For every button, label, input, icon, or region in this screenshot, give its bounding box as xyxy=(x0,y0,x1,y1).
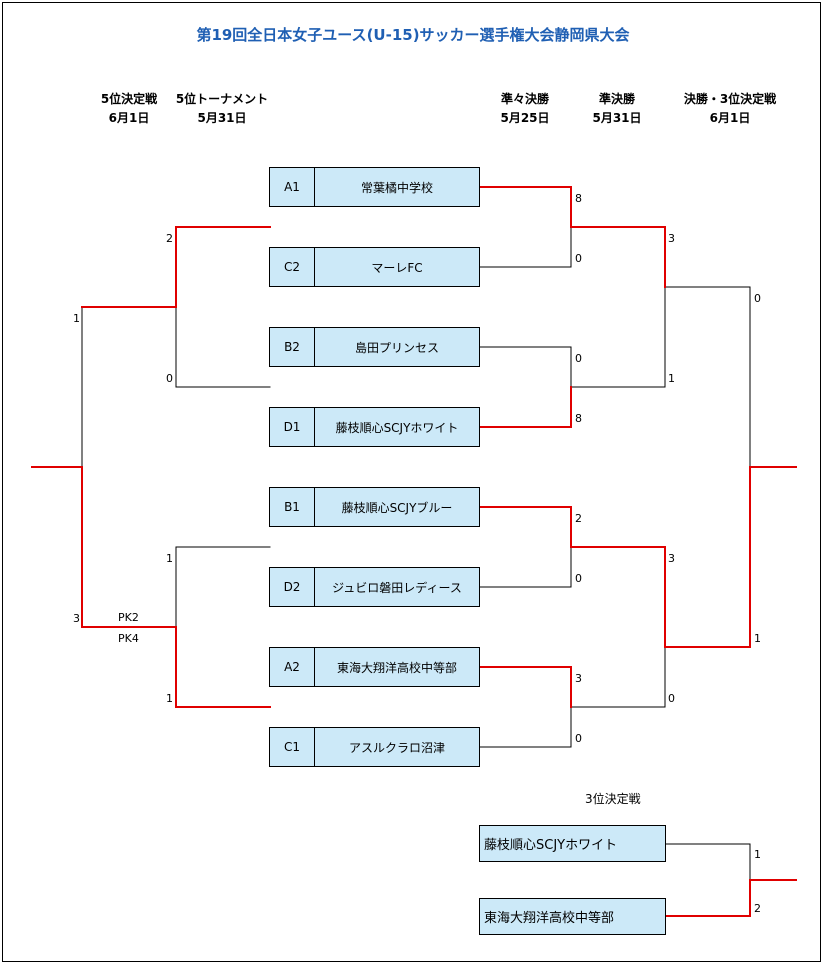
team-box-a1: A1 常葉橘中学校 xyxy=(269,167,480,207)
line-5th-winner xyxy=(31,466,271,708)
line-3rd-upper xyxy=(664,843,751,881)
header-quarterfinal-date: 5月25日 xyxy=(500,111,550,125)
header-final-round: 決勝・3位決定戦 xyxy=(683,92,777,106)
header-quarterfinal: 準々決勝 5月25日 xyxy=(465,90,585,128)
score-3rd-lower: 2 xyxy=(754,902,761,915)
team-box-a2: A2 東海大翔洋高校中等部 xyxy=(269,647,480,687)
line-5th-a-lower xyxy=(175,306,271,388)
team-box-c2: C2 マーレFC xyxy=(269,247,480,287)
line-a1-win xyxy=(478,186,666,288)
score-qf-d1: 8 xyxy=(575,412,582,425)
score-qf-a1: 8 xyxy=(575,192,582,205)
header-fifth-final-round: 5位決定戦 xyxy=(100,92,158,106)
score-qf-d2: 0 xyxy=(575,572,582,585)
score-3rd-upper: 1 xyxy=(754,848,761,861)
header-semifinal-round: 準決勝 xyxy=(598,92,635,106)
score-sf-1-upper: 3 xyxy=(668,232,675,245)
team-code: A2 xyxy=(270,648,315,686)
score-sf-1-lower: 1 xyxy=(668,372,675,385)
header-fifth-tournament-date: 5月31日 xyxy=(197,111,247,125)
score-5th-final-lower: 3 xyxy=(73,612,80,625)
team-name: 藤枝順心SCJYホワイト xyxy=(484,838,618,853)
team-code: C2 xyxy=(270,248,315,286)
team-code: D2 xyxy=(270,568,315,606)
line-b1-champion xyxy=(478,466,797,648)
score-5th-d2-side: 1 xyxy=(166,552,173,565)
header-final-date: 6月1日 xyxy=(709,111,751,125)
team-box-b2: B2 島田プリンセス xyxy=(269,327,480,367)
team-name: 藤枝順心SCJYブルー xyxy=(341,500,453,515)
line-d2 xyxy=(478,546,572,588)
score-sf-2-upper: 3 xyxy=(668,552,675,565)
pk-score-upper: PK2 xyxy=(118,611,139,624)
score-5th-final-upper: 1 xyxy=(73,312,80,325)
team-code: B2 xyxy=(270,328,315,366)
team-name: マーレFC xyxy=(371,260,423,275)
team-box-c1: C1 アスルクラロ沼津 xyxy=(269,727,480,767)
third-place-label: 3位決定戦 xyxy=(585,792,641,806)
line-5th-a-win xyxy=(81,226,271,308)
team-name: ジュビロ磐田レディース xyxy=(332,580,462,595)
page-title: 第19回全日本女子ユース(U-15)サッカー選手権大会静岡県大会 xyxy=(196,26,630,44)
score-qf-c2: 0 xyxy=(575,252,582,265)
line-a2-win xyxy=(478,666,572,708)
score-qf-c1: 0 xyxy=(575,732,582,745)
header-fifth-tournament: 5位トーナメント 5月31日 xyxy=(162,90,282,128)
winner-lines xyxy=(31,186,797,917)
team-box-b1: B1 藤枝順心SCJYブルー xyxy=(269,487,480,527)
line-c1 xyxy=(478,706,572,748)
loser-lines xyxy=(81,226,751,881)
team-name: 島田プリンセス xyxy=(354,340,439,355)
line-sf1-lower xyxy=(570,286,666,388)
score-qf-b1: 2 xyxy=(575,512,582,525)
header-semifinal-date: 5月31日 xyxy=(592,111,642,125)
score-qf-b2: 0 xyxy=(575,352,582,365)
score-sf-2-lower: 0 xyxy=(668,692,675,705)
line-final-upper xyxy=(664,286,751,468)
team-name: 常葉橘中学校 xyxy=(360,180,433,195)
team-code: B1 xyxy=(270,488,315,526)
line-c2 xyxy=(478,226,572,268)
header-final: 決勝・3位決定戦 6月1日 xyxy=(670,90,790,128)
line-b2 xyxy=(478,346,572,388)
header-quarterfinal-round: 準々決勝 xyxy=(500,92,549,106)
score-5th-c2-side: 2 xyxy=(166,232,173,245)
header-fifth-tournament-round: 5位トーナメント xyxy=(175,92,269,106)
team-box-d1: D1 藤枝順心SCJYホワイト xyxy=(269,407,480,447)
line-sf2-lower xyxy=(570,646,666,708)
score-qf-a2: 3 xyxy=(575,672,582,685)
third-place-team-2: 東海大翔洋高校中等部 xyxy=(479,898,666,935)
line-d1-win xyxy=(478,386,572,428)
team-name: アスルクラロ沼津 xyxy=(348,740,445,755)
score-5th-c1-side: 1 xyxy=(166,692,173,705)
header-fifth-final-date: 6月1日 xyxy=(108,111,150,125)
team-name: 東海大翔洋高校中等部 xyxy=(484,911,615,926)
score-final-lower: 1 xyxy=(754,632,761,645)
third-place-team-1: 藤枝順心SCJYホワイト xyxy=(479,825,666,862)
team-code: D1 xyxy=(270,408,315,446)
team-code: C1 xyxy=(270,728,315,766)
team-box-d2: D2 ジュビロ磐田レディース xyxy=(269,567,480,607)
team-name: 東海大翔洋高校中等部 xyxy=(336,660,457,675)
header-fifth-final: 5位決定戦 6月1日 xyxy=(69,90,189,128)
line-5th-b-upper xyxy=(175,546,271,628)
score-5th-b2-side: 0 xyxy=(166,372,173,385)
score-final-upper: 0 xyxy=(754,292,761,305)
header-semifinal: 準決勝 5月31日 xyxy=(557,90,677,128)
team-code: A1 xyxy=(270,168,315,206)
team-name: 藤枝順心SCJYホワイト xyxy=(335,420,459,435)
line-3rd-win xyxy=(664,879,797,917)
pk-score-lower: PK4 xyxy=(118,632,139,645)
